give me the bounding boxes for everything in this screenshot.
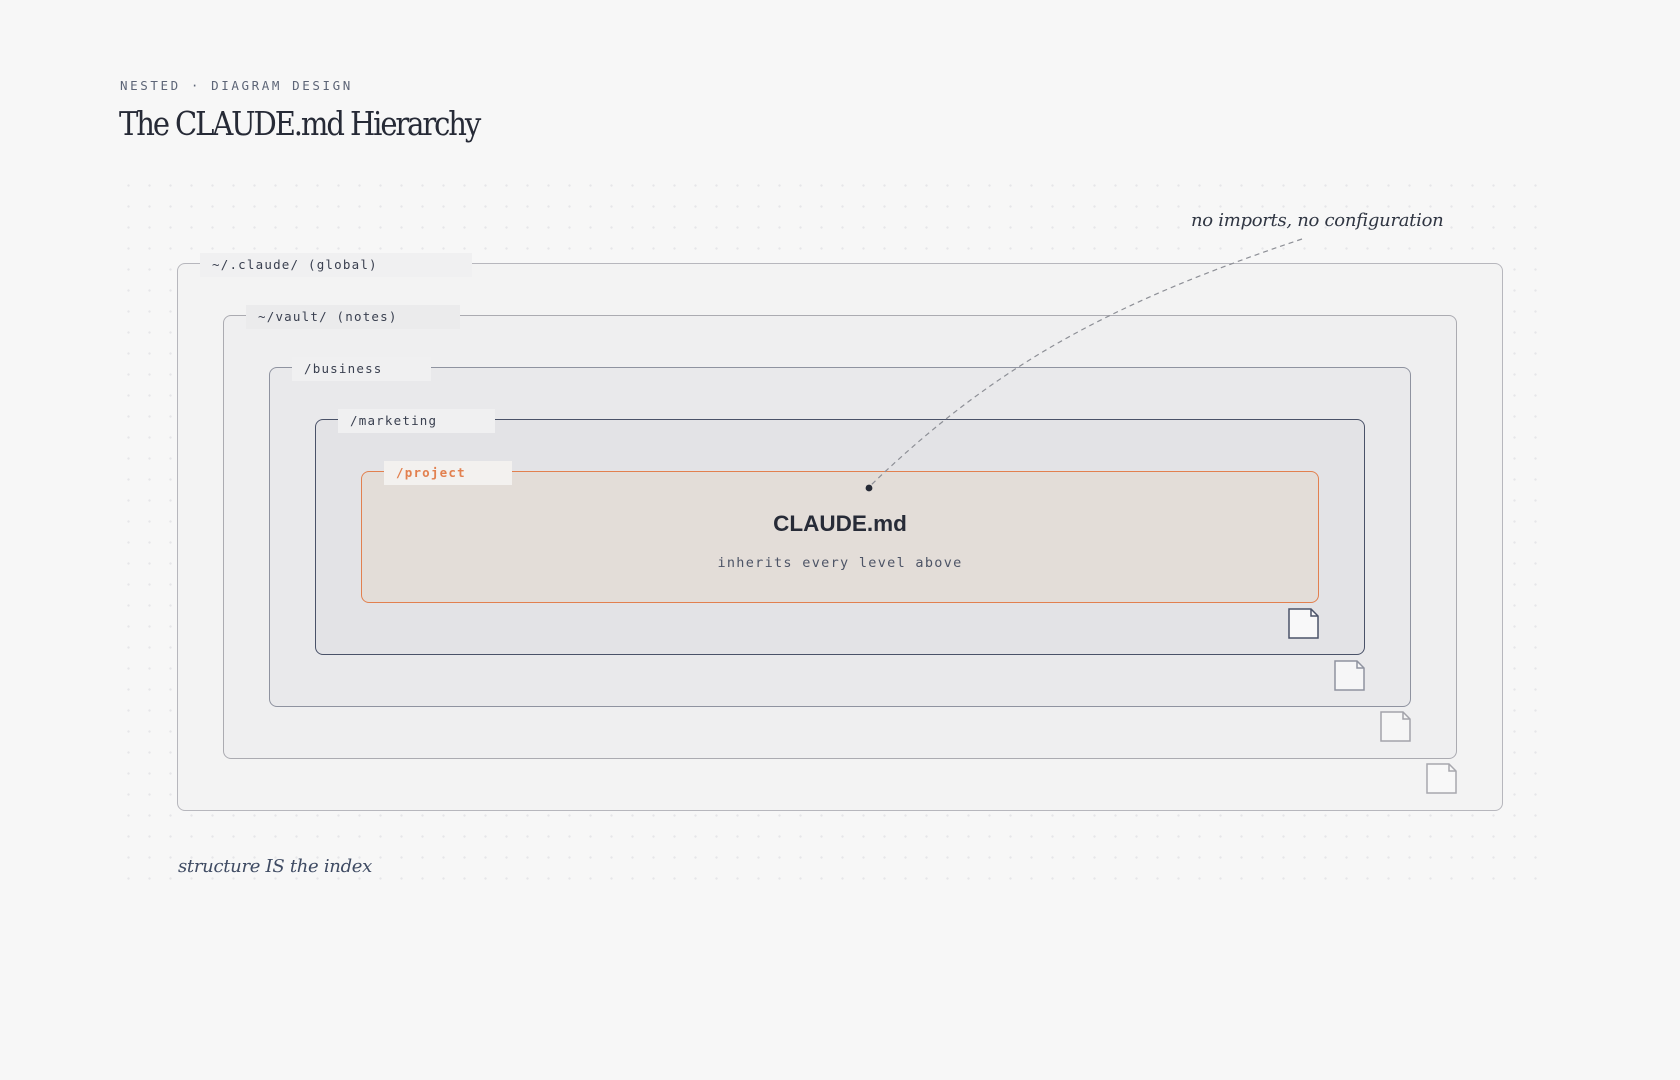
document-icon: [1334, 660, 1366, 692]
claude-md-title: CLAUDE.md: [773, 511, 907, 536]
eyebrow-label: NESTED · DIAGRAM DESIGN: [120, 78, 353, 93]
level-label-project: /project: [384, 461, 512, 485]
document-icon: [1288, 608, 1320, 640]
caption-text: structure IS the index: [178, 856, 372, 877]
level-label-vault: ~/vault/ (notes): [246, 305, 460, 329]
level-box-project: [361, 471, 1319, 603]
claude-md-subtitle: inherits every level above: [717, 555, 963, 571]
document-icon: [1380, 711, 1412, 743]
level-label-business: /business: [292, 357, 431, 381]
level-label-global: ~/.claude/ (global): [200, 253, 472, 277]
document-icon: [1426, 763, 1458, 795]
level-label-marketing: /marketing: [338, 409, 495, 433]
annotation-text: no imports, no configuration: [1191, 210, 1444, 231]
page-title: The CLAUDE.md Hierarchy: [119, 104, 481, 143]
